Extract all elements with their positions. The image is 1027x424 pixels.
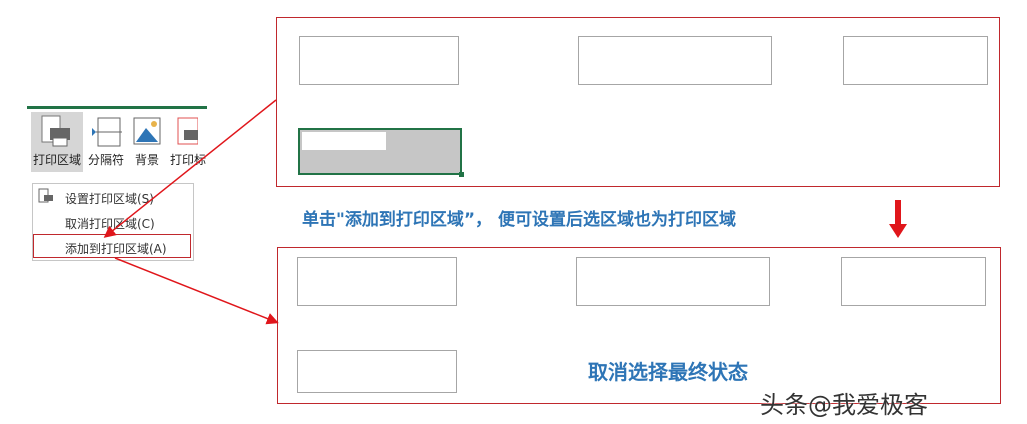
final-state-caption: 取消选择最终状态 <box>588 360 748 384</box>
print-area-cell[interactable] <box>841 257 986 306</box>
print-area-label[interactable]: 打印区域 <box>32 153 81 167</box>
arrow-to-result <box>114 257 279 325</box>
before-frame <box>276 17 1000 187</box>
watermark: 头条@我爱极客 <box>760 391 928 419</box>
breaks-icon <box>92 117 122 147</box>
instruction-caption: 单击"添加到打印区域”， 便可设置后选区域也为打印区域 <box>302 210 736 230</box>
ribbon-icons <box>41 115 198 147</box>
menu-item-set-print-area[interactable]: 设置打印区域(S) <box>65 192 154 206</box>
selected-range[interactable] <box>298 128 464 177</box>
ribbon-accent-line <box>27 106 207 109</box>
background-label[interactable]: 背景 <box>134 153 159 167</box>
menu-item-clear-print-area[interactable]: 取消打印区域(C) <box>65 217 155 231</box>
print-area-cell[interactable] <box>576 257 770 306</box>
after-frame <box>277 247 1001 404</box>
arrow-to-menu <box>103 99 277 238</box>
breaks-label[interactable]: 分隔符 <box>87 153 124 167</box>
print-area-menu <box>32 183 194 261</box>
menu-item-add-to-print-area[interactable]: 添加到打印区域(A) <box>65 242 167 256</box>
print-area-icon <box>38 188 53 203</box>
print-area-cell[interactable] <box>299 36 459 85</box>
background-image-icon <box>133 117 161 145</box>
print-titles-icon <box>177 117 198 145</box>
print-area-cell[interactable] <box>297 257 457 306</box>
print-area-cell[interactable] <box>297 350 457 393</box>
fill-handle[interactable] <box>459 172 464 177</box>
print-area-cell[interactable] <box>843 36 988 85</box>
print-area-icon <box>41 115 70 147</box>
down-arrow-icon <box>889 200 907 238</box>
print-area-cell[interactable] <box>578 36 772 85</box>
